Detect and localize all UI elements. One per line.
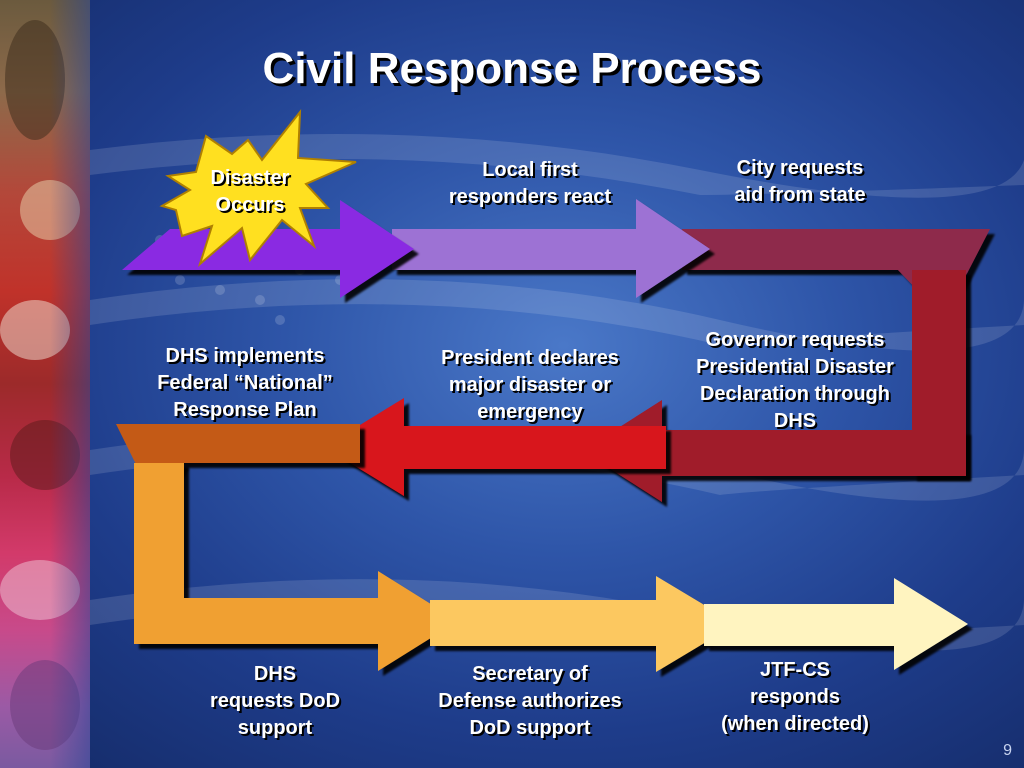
arrow-step-5 [324,398,666,496]
page-number: 9 [1003,742,1012,759]
connector-right [912,270,966,476]
step-7-line-3: support [237,717,313,739]
step-8-line-1: Secretary of [472,663,588,685]
arrow-step-8 [430,576,736,672]
step-7-label: DHS requests DoD support [185,661,365,742]
step-2-line-2: responders react [448,186,612,208]
step-8-line-2: Defense authorizes [438,690,622,712]
step-3-label: City requests aid from state [700,155,900,209]
connector-left [134,463,184,598]
step-3-line-1: City requests [736,157,864,179]
disaster-starburst [159,108,357,268]
step-6-line-2: Federal “National” [157,372,333,394]
arrow-step-4 [582,400,966,502]
step-4-line-1: Governor requests [705,329,885,351]
step-3-line-2: aid from state [734,184,866,206]
arrow-step-3 [682,229,990,318]
step-9-line-3: (when directed) [721,713,869,735]
step-9-label: JTF-CS responds (when directed) [700,657,890,738]
step-2-label: Local first responders react [430,157,630,211]
step-2-line-1: Local first [482,159,578,181]
step-7-line-1: DHS [253,663,297,685]
step-7-line-2: requests DoD [209,690,341,712]
arrow-step-6 [116,424,360,513]
step-9-line-2: responds [749,686,841,708]
step-6-label: DHS implements Federal “National” Respon… [135,343,355,424]
step-4-label: Governor requests Presidential Disaster … [675,327,915,435]
step-5-label: President declares major disaster or eme… [420,345,640,426]
step-1-label: Disaster Occurs [200,165,300,219]
step-4-line-3: Declaration through [699,383,890,405]
step-1-line-2: Occurs [215,194,285,216]
step-1-line-1: Disaster [210,167,290,189]
step-5-line-1: President declares [441,347,619,369]
step-5-line-2: major disaster or [448,374,612,396]
step-9-line-1: JTF-CS [760,659,830,681]
arrow-step-1 [122,200,414,298]
step-5-line-3: emergency [477,401,583,423]
arrow-step-7 [134,571,458,671]
step-6-line-1: DHS implements [165,345,325,367]
arrow-step-9 [704,578,968,670]
step-4-line-2: Presidential Disaster [696,356,894,378]
step-4-line-4: DHS [773,410,817,432]
slide-title: Civil Response Process [262,44,762,93]
photo-collage-strip [0,0,90,768]
step-8-line-3: DoD support [469,717,591,739]
step-6-line-3: Response Plan [173,399,317,421]
arrow-step-2 [392,199,710,298]
step-8-label: Secretary of Defense authorizes DoD supp… [420,661,640,742]
